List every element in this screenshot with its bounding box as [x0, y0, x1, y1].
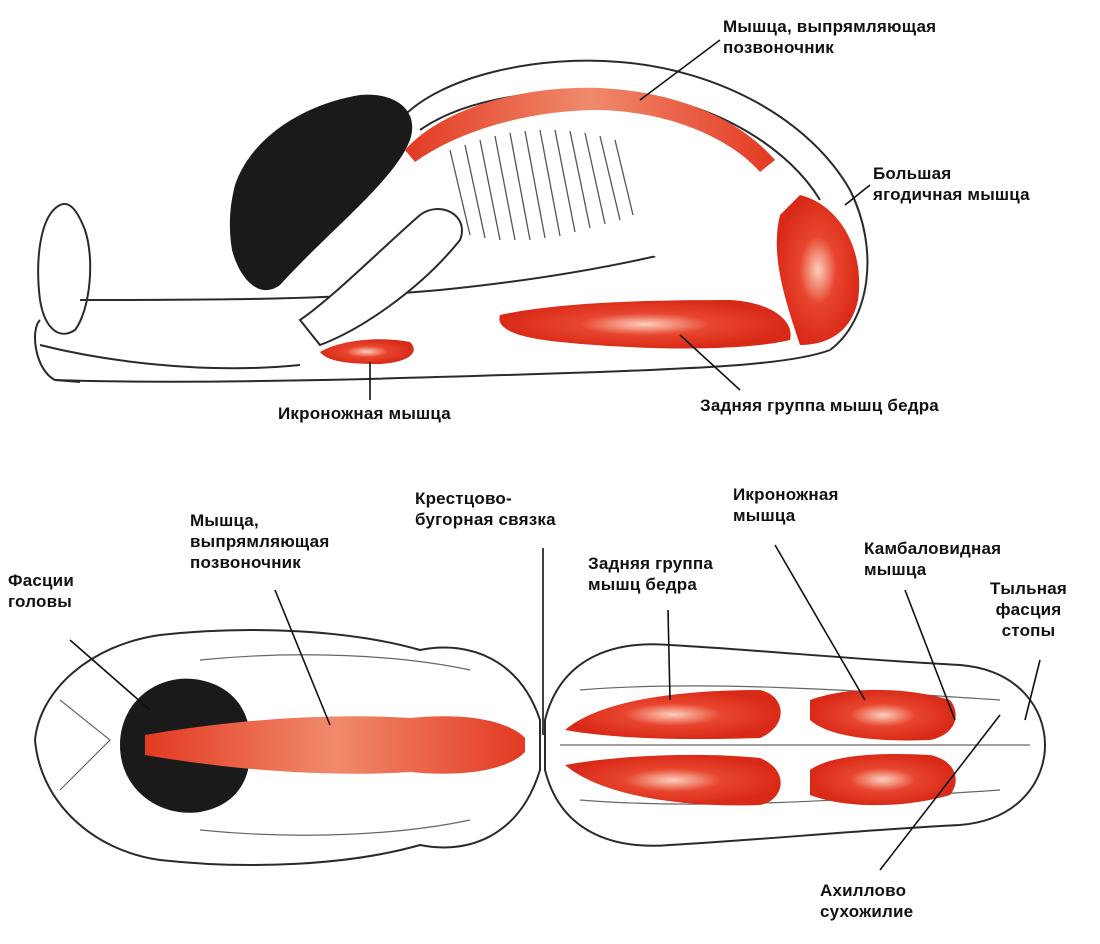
erector-spinae-top — [405, 87, 775, 172]
label-gastrocnemius-top: Икроножная мышца — [278, 404, 451, 423]
label-erector-spinae-bottom: Мышца, выпрямляющая позвоночник — [190, 510, 329, 573]
label-hamstrings-top: Задняя группа мышц бедра — [700, 396, 939, 415]
rib-cage — [449, 129, 634, 241]
label-achilles: Ахиллово сухожилие — [820, 880, 913, 922]
label-line: Ахиллово — [820, 881, 907, 900]
label-line: стопы — [1001, 621, 1056, 640]
label-line: Мышца, — [190, 511, 259, 530]
label-gastrocnemius-bottom: Икроножная мышца — [733, 484, 839, 526]
label-line: Икроножная — [733, 485, 839, 504]
label-soleus: Камбаловидная мышца — [864, 538, 1001, 580]
label-line: мышца — [864, 560, 927, 579]
label-line: Крестцово- — [415, 489, 512, 508]
label-sacrotuberous: Крестцово- бугорная связка — [415, 488, 556, 530]
label-line: сухожилие — [820, 902, 914, 921]
label-line: фасция — [995, 600, 1062, 619]
label-line: Фасции — [8, 571, 74, 590]
gastrocnemius-bottom-left — [810, 689, 956, 741]
label-line: выпрямляющая — [190, 532, 330, 551]
label-line: мышц бедра — [588, 575, 698, 594]
label-line: позвоночник — [190, 553, 302, 572]
gastrocnemius-bottom-right — [810, 753, 956, 806]
feet — [37, 202, 92, 335]
label-gluteus-maximus: Большая ягодичная мышца — [873, 163, 1030, 205]
label-line: ягодичная мышца — [873, 185, 1030, 204]
top-figure — [34, 59, 869, 383]
label-line: Камбаловидная — [864, 539, 1002, 558]
erector-spinae-bottom-right — [145, 745, 525, 774]
hamstrings-bottom-right — [565, 754, 781, 806]
hamstrings-bottom-left — [565, 690, 781, 740]
label-line: бугорная связка — [415, 510, 556, 529]
hair-top — [229, 94, 413, 291]
arm — [298, 208, 463, 347]
label-line: головы — [8, 592, 72, 611]
label-line: мышца — [733, 506, 796, 525]
label-line: Задняя группа — [588, 554, 714, 573]
hamstrings-top — [499, 300, 791, 349]
label-plantar-fascia: Тыльная фасция стопы — [990, 578, 1067, 641]
label-line: Мышца, выпрямляющая — [723, 17, 937, 36]
erector-spinae-bottom-left — [145, 716, 525, 745]
legs-outline — [54, 349, 831, 383]
label-line: Тыльная — [990, 579, 1067, 598]
gluteus-maximus-top — [776, 195, 860, 345]
label-hamstrings-bottom: Задняя группа мышц бедра — [588, 553, 713, 595]
label-erector-spinae-top: Мышца, выпрямляющая позвоночник — [723, 16, 936, 58]
label-head-fascia: Фасции головы — [8, 570, 74, 612]
label-line: позвоночник — [723, 38, 835, 57]
label-line: Большая — [873, 164, 952, 183]
gastrocnemius-top — [320, 339, 414, 364]
